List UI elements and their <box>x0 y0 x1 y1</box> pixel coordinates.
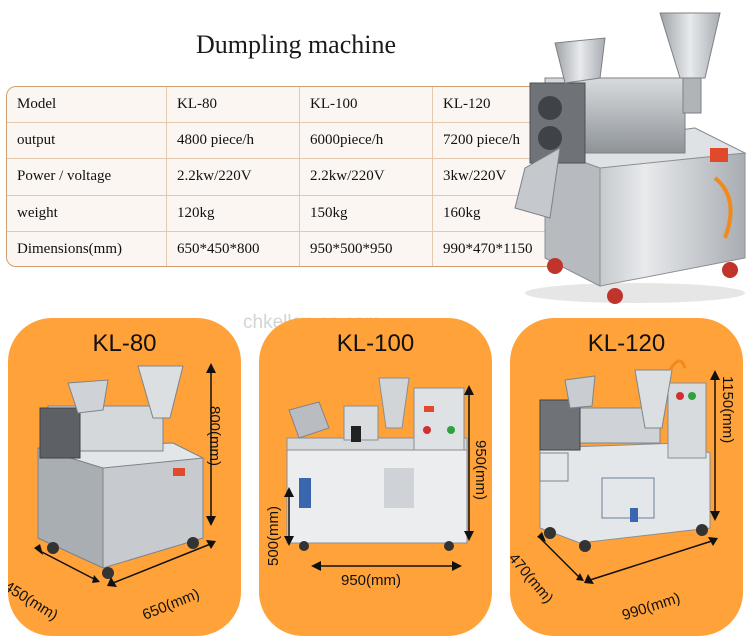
hero-machine-image <box>505 8 750 308</box>
table-cell: 150kg <box>300 195 433 231</box>
machine-kl-120-image <box>537 359 720 584</box>
table-cell: KL-80 <box>167 87 300 123</box>
machine-kl-100-image <box>284 377 474 571</box>
table-cell: 650*450*800 <box>167 231 300 266</box>
table-cell: Dimensions(mm) <box>7 231 167 266</box>
table-cell: Model <box>7 87 167 123</box>
table-cell: 7200 piece/h <box>443 132 521 149</box>
spec-table: Model KL-80 KL-100 KL-120 output 4800 pi… <box>6 86 556 267</box>
depth-dimension: 500(mm) <box>265 505 282 566</box>
card-kl-120: KL-120 1150(mm) 470(mm) 990(mm) <box>510 318 743 636</box>
height-dimension: 800(mm) <box>206 406 223 467</box>
table-cell: 6000piece/h <box>300 123 433 159</box>
table-cell: Power / voltage <box>7 159 167 195</box>
table-cell: 160kg <box>443 204 481 221</box>
table-row: output 4800 piece/h 6000piece/h 7200 pie… <box>7 123 555 160</box>
table-cell: KL-120 <box>443 96 491 113</box>
table-cell: 990*470*1150 <box>443 241 533 258</box>
card-kl-80: KL-80 800(mm) 450(mm) 650(mm) <box>8 318 241 636</box>
card-title: KL-100 <box>336 330 415 357</box>
machine-kl-80-image <box>34 363 216 587</box>
table-cell: 2.2kw/220V <box>300 159 433 195</box>
page-title: Dumpling machine <box>196 30 397 59</box>
width-dimension: 950(mm) <box>341 572 402 589</box>
table-cell: KL-100 <box>300 87 433 123</box>
height-dimension: 950(mm) <box>472 440 489 501</box>
table-row: Dimensions(mm) 650*450*800 950*500*950 9… <box>7 231 555 266</box>
table-cell: 4800 piece/h <box>167 123 300 159</box>
table-cell: 120kg <box>167 195 300 231</box>
table-cell: output <box>7 123 167 159</box>
table-row: Power / voltage 2.2kw/220V 2.2kw/220V 3k… <box>7 159 555 196</box>
card-kl-100: KL-100 950(mm) 500(mm) 950(mm) <box>259 318 492 636</box>
table-cell: 3kw/220V <box>443 168 507 185</box>
height-dimension: 1150(mm) <box>719 376 736 444</box>
table-cell: 950*500*950 <box>300 231 433 266</box>
card-title: KL-80 <box>92 330 157 357</box>
table-cell: 2.2kw/220V <box>167 159 300 195</box>
table-row: Model KL-80 KL-100 KL-120 <box>7 87 555 124</box>
table-cell: weight <box>7 195 167 231</box>
table-row: weight 120kg 150kg 160kg <box>7 195 555 232</box>
card-title: KL-120 <box>587 330 666 357</box>
